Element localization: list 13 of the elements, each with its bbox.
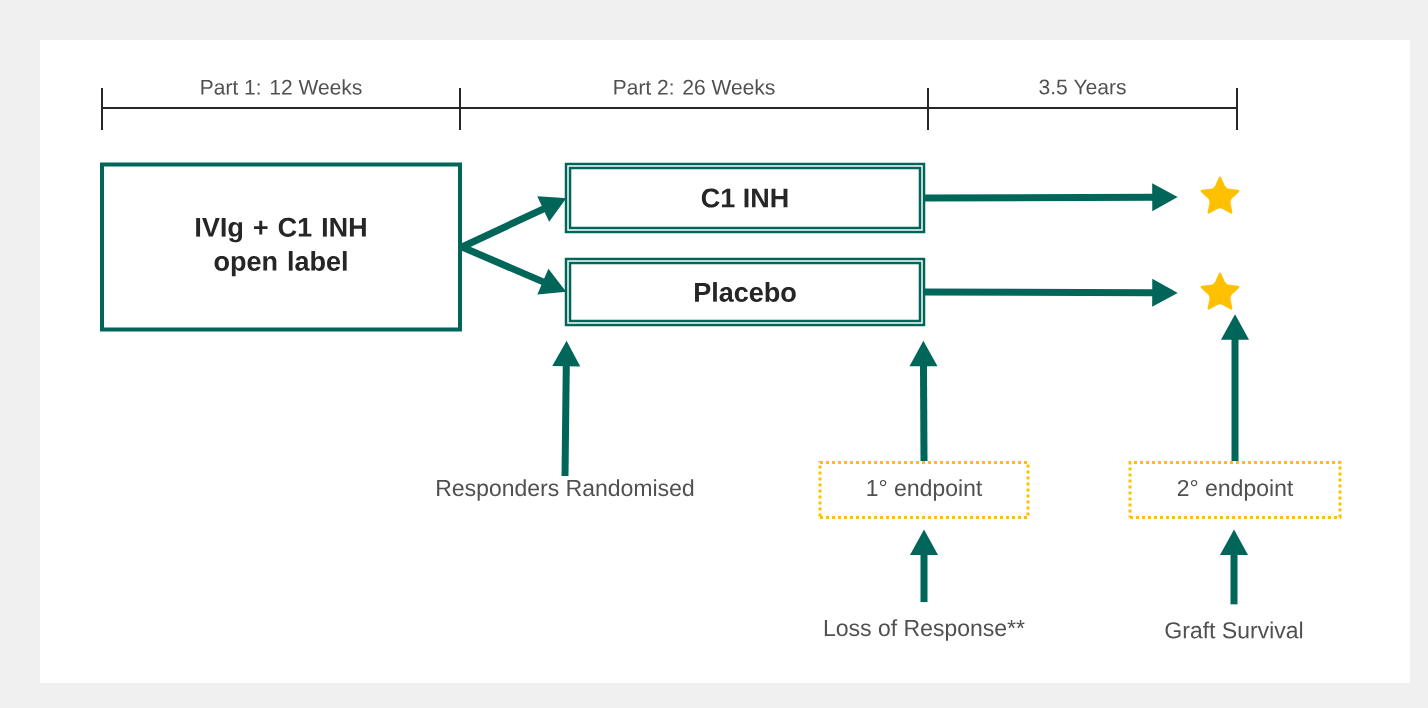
period-label: Part 1: 12 Weeks	[201, 79, 362, 95]
phase-box: IVIg + C1 INH open label	[100, 162, 462, 332]
event-label: Responders Randomised	[437, 479, 694, 501]
event-label: Graft Survival	[1165, 621, 1303, 639]
event-label: Loss of Response**	[824, 619, 1025, 641]
period-label: Part 2: 26 Weeks	[614, 79, 775, 95]
endpoint-box: 1° endpoint	[818, 461, 1030, 519]
star-icon	[1200, 272, 1240, 310]
period-label: 3.5 Years	[1039, 79, 1126, 95]
treatment-box: C1 INH	[564, 162, 926, 234]
star-icon	[1200, 176, 1240, 214]
treatment-box: Placebo	[564, 257, 926, 327]
endpoint-box: 2° endpoint	[1128, 461, 1342, 519]
